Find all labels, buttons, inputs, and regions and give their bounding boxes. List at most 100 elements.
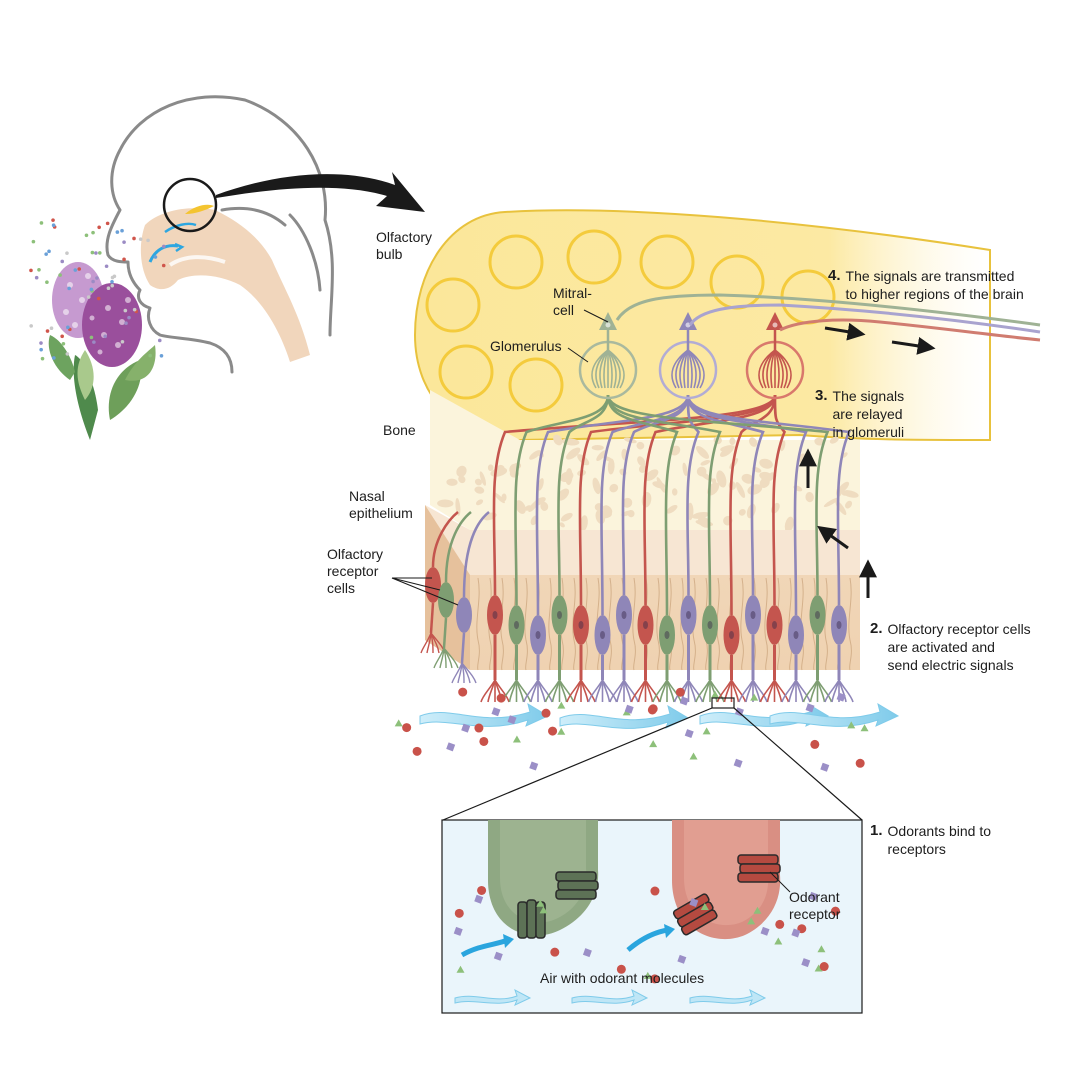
label-bone: Bone xyxy=(383,422,416,438)
scent-dot xyxy=(61,341,66,346)
bone-pore xyxy=(557,488,570,501)
odorant-green xyxy=(702,727,711,735)
bone-pore xyxy=(735,482,746,498)
axon xyxy=(729,394,777,616)
bone-pore xyxy=(566,447,581,460)
axon xyxy=(686,394,765,596)
air-arrow xyxy=(769,702,900,727)
scent-dot xyxy=(37,267,41,272)
scent-dot xyxy=(51,218,55,222)
receptor-cell-body xyxy=(745,595,761,635)
bone-pore xyxy=(636,441,645,450)
bone-pore xyxy=(592,477,601,495)
receptor-cilium xyxy=(451,662,463,684)
axon xyxy=(686,394,701,596)
odorant-purple xyxy=(624,704,634,714)
receptor-cell-nucleus xyxy=(578,621,584,629)
step-1-number: 1. xyxy=(870,822,883,839)
receptor-cilium xyxy=(558,679,575,703)
step-4-text: The signals are transmitted to higher re… xyxy=(845,268,1024,302)
inset-air-arrow xyxy=(689,988,767,1006)
odorant-green xyxy=(539,906,548,914)
glomerulus-dendrite xyxy=(687,349,693,389)
scent-dot xyxy=(44,252,48,256)
receptor-cilium xyxy=(838,679,854,703)
odorant-purple xyxy=(493,951,503,961)
glomerulus-dendrite xyxy=(607,349,625,389)
receptor-cilium xyxy=(580,679,596,703)
scent-dot xyxy=(122,257,126,262)
receptor-cell-nucleus xyxy=(557,611,562,619)
receptor-cilium xyxy=(601,679,611,703)
receptor-cilium xyxy=(709,679,718,703)
receptor-cell-nucleus xyxy=(815,611,820,619)
scent-dot xyxy=(115,230,120,234)
bone-pore xyxy=(814,437,824,446)
scent-dot xyxy=(132,236,136,241)
signal-arrows xyxy=(799,322,936,598)
scent-dot xyxy=(110,283,115,288)
scent-dot xyxy=(138,237,143,241)
bone-pore xyxy=(494,492,505,504)
odorant-red xyxy=(479,736,489,746)
odorant-red xyxy=(458,687,468,697)
nasal-cavity xyxy=(140,204,310,362)
odorant-purple xyxy=(801,958,811,968)
glomerulus-dendrite xyxy=(774,349,792,389)
scent-dot xyxy=(65,352,70,356)
receptor-cilium xyxy=(443,647,459,669)
bone-pore xyxy=(823,497,839,508)
scent-dot xyxy=(95,276,99,280)
scent-dot xyxy=(91,279,95,284)
bone-pore xyxy=(829,436,839,444)
bone-pore xyxy=(609,483,619,493)
olfactory-bulb xyxy=(413,209,991,442)
receptor-cell-body xyxy=(809,595,826,635)
scent-dot xyxy=(45,329,50,333)
scent-dot xyxy=(65,251,69,255)
odorant-red xyxy=(650,974,660,984)
bone-pore xyxy=(784,516,794,533)
odorant-red xyxy=(402,723,412,733)
scent-dot xyxy=(106,286,111,291)
receptor-cilium xyxy=(616,679,625,703)
receptor-cilium xyxy=(644,679,661,703)
bone-pore xyxy=(697,516,711,528)
bone-pore xyxy=(487,464,494,472)
scent-dot xyxy=(60,259,65,264)
receptor-cell-nucleus xyxy=(686,611,691,619)
receptor-cilium xyxy=(623,679,639,703)
scent-dot xyxy=(34,275,39,280)
receptor-cilium xyxy=(788,679,797,703)
odorant-green xyxy=(711,690,720,698)
label-air-with-odorants: Air with odorant molecules xyxy=(540,970,705,986)
scent-dot xyxy=(90,250,95,255)
scent-dot xyxy=(153,255,158,259)
receptor-cilium xyxy=(439,647,445,669)
receptor-cilium xyxy=(573,679,582,703)
odorant-purple xyxy=(491,707,501,717)
odorant-red xyxy=(855,758,865,768)
receptor-cell-body xyxy=(551,595,568,635)
receptor-cilium xyxy=(601,679,618,703)
axon xyxy=(606,394,830,596)
odorant-red xyxy=(541,708,551,718)
odorant-purple xyxy=(461,723,471,733)
scent-dot xyxy=(104,264,109,269)
receptor-cell-body xyxy=(680,595,697,635)
epithelium-fiber xyxy=(560,577,564,671)
scent-dot xyxy=(47,249,51,254)
bone-pore xyxy=(845,500,853,509)
mitral-cell-nucleus xyxy=(605,322,611,328)
bone-pore xyxy=(671,488,678,496)
epithelium-fiber xyxy=(692,577,696,671)
odorant-green xyxy=(512,735,521,743)
receptor-cell-body xyxy=(573,605,589,645)
bone-pore xyxy=(591,444,604,451)
axon xyxy=(578,394,777,606)
receptor-cell-nucleus xyxy=(707,621,713,629)
scent-dot xyxy=(58,273,62,277)
scent-dot xyxy=(60,334,64,339)
epithelium-fiber xyxy=(656,577,660,671)
scent-dot xyxy=(112,274,117,279)
